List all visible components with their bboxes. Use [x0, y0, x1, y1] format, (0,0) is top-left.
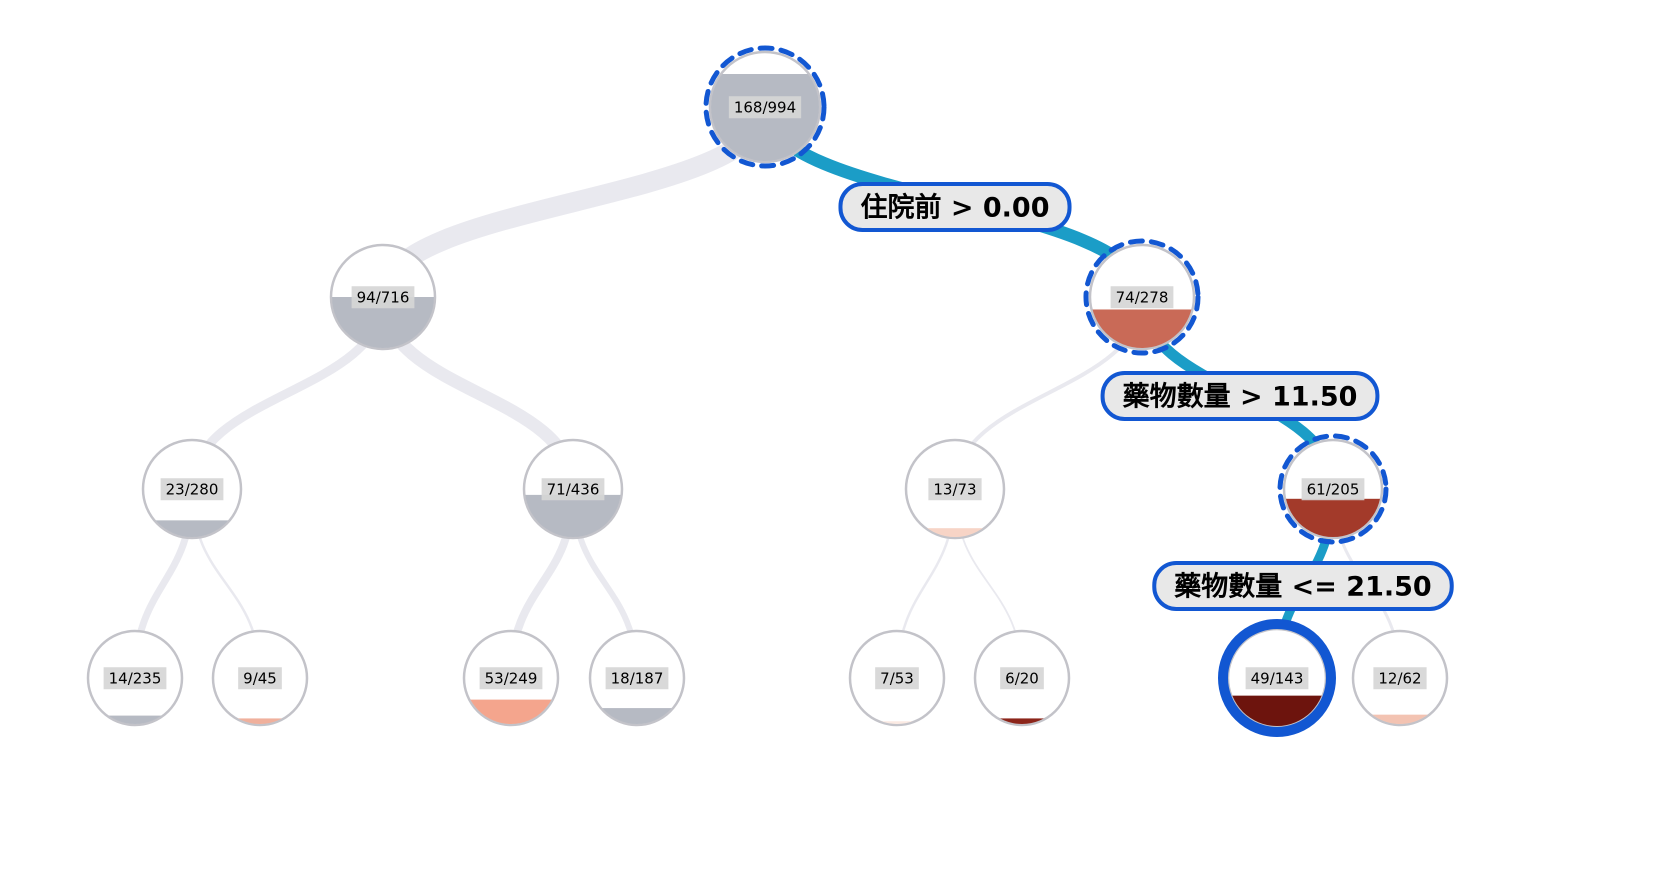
node-label-bg [1245, 667, 1309, 690]
edge-condition-bg [1100, 371, 1380, 421]
tree-node: 74/278 [1083, 238, 1201, 356]
edge-condition-label: 住院前 > 0.00 [838, 182, 1072, 232]
tree-node: 14/235 [86, 629, 184, 727]
tree-node: 61/205 [1277, 433, 1389, 545]
node-label: 6/20 [1005, 669, 1039, 687]
node-label: 9/45 [243, 669, 277, 687]
tree-node: 71/436 [522, 438, 624, 540]
node-label-bg [728, 96, 802, 119]
node-label: 14/235 [109, 669, 162, 687]
tree-node: 9/45 [211, 629, 309, 727]
node-fill [214, 718, 306, 724]
edge-condition-text: 藥物數量 <= 21.50 [1174, 571, 1431, 602]
tree-node: 49/143 [1218, 619, 1336, 737]
edge-condition-label: 藥物數量 > 11.50 [1100, 371, 1380, 421]
node-fill [907, 528, 1003, 537]
node-label: 13/73 [933, 480, 976, 498]
edge-condition-label: 藥物數量 <= 21.50 [1152, 561, 1454, 611]
node-fill [851, 721, 943, 724]
node-label: 18/187 [611, 669, 664, 687]
node-label-bg [1373, 667, 1427, 690]
tree-node: 12/62 [1351, 629, 1449, 727]
node-label-bg [541, 478, 605, 501]
path-node-dashed-ring [703, 45, 827, 169]
edge-condition-bg [838, 182, 1072, 232]
selected-leaf-ring [1218, 619, 1336, 737]
node-label: 53/249 [485, 669, 538, 687]
tree-node: 18/187 [588, 629, 686, 727]
node-label: 23/280 [166, 480, 219, 498]
tree-node: 53/249 [462, 629, 560, 727]
node-label: 71/436 [547, 480, 600, 498]
tree-node: 7/53 [848, 629, 946, 727]
node-label-bg [1110, 286, 1174, 309]
node-label-bg [238, 667, 282, 690]
node-label: 74/278 [1116, 288, 1169, 306]
node-label: 7/53 [880, 669, 914, 687]
path-node-dashed-ring [1277, 433, 1389, 545]
node-label-bg [479, 667, 543, 690]
node-label-bg [1301, 478, 1365, 501]
node-label-bg [103, 667, 167, 690]
node-fill [1354, 714, 1446, 724]
tree-node: 168/994 [703, 45, 827, 169]
node-label-bg [605, 667, 669, 690]
node-label: 12/62 [1378, 669, 1421, 687]
node-label-bg [928, 478, 982, 501]
edge-condition-text: 住院前 > 0.00 [860, 191, 1049, 223]
edge-labels-layer: 住院前 > 0.00 藥物數量 > 11.50 藥物數量 <= 21.50 [838, 182, 1454, 611]
node-fill [1091, 309, 1193, 348]
node-fill [89, 715, 181, 724]
node-label-bg [875, 667, 919, 690]
edge-condition-text: 藥物數量 > 11.50 [1123, 381, 1358, 412]
path-node-dashed-ring [1083, 238, 1201, 356]
node-label: 94/716 [357, 288, 410, 306]
node-label-bg [351, 286, 415, 309]
node-label-bg [160, 478, 224, 501]
node-label: 61/205 [1307, 480, 1360, 498]
node-label-bg [1000, 667, 1044, 690]
node-label: 49/143 [1251, 669, 1304, 687]
edge-condition-bg [1152, 561, 1454, 611]
tree-node: 6/20 [973, 629, 1071, 727]
tree-node: 94/716 [329, 243, 437, 351]
node-label: 168/994 [734, 98, 796, 116]
tree-edge [373, 97, 775, 307]
tree-node: 23/280 [141, 438, 243, 540]
node-fill [525, 494, 621, 537]
nodes-layer: 168/994 94/716 74/278 23/280 71/436 13/73 61/2… [86, 45, 1449, 737]
tree-node: 13/73 [904, 438, 1006, 540]
node-fill [976, 718, 1068, 724]
